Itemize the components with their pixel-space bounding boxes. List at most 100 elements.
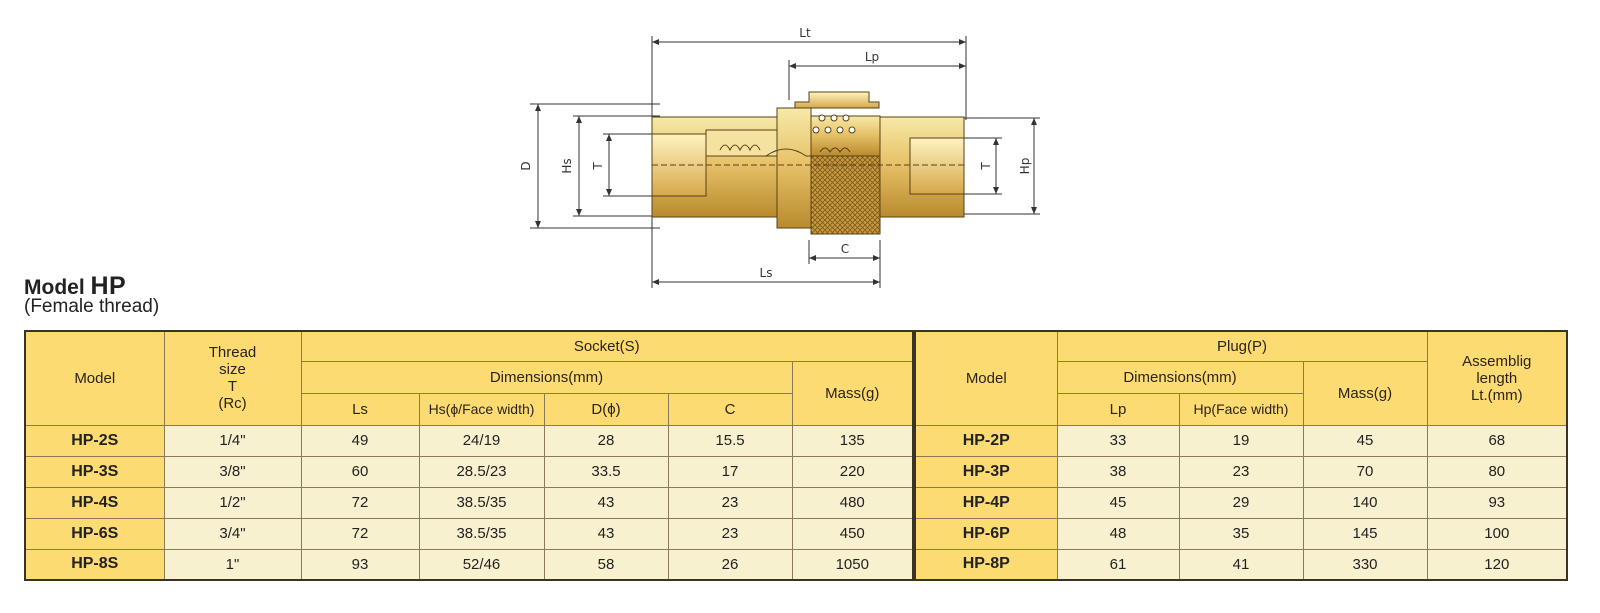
header-thread-line1: Thread (208, 344, 257, 362)
dim-label-c: C (841, 242, 849, 256)
header-c: C (667, 392, 793, 426)
table-row: HP-8S 1" 93 52/46 58 26 1050 (24, 548, 914, 581)
socket-model-cell: HP-3S (24, 455, 165, 488)
header-thread-line4: (Rc) (218, 395, 247, 413)
plug-spec-table: Model Plug(P) Assemblig length Lt.(mm) D… (914, 330, 1569, 581)
table-row: HP-2S 1/4" 49 24/19 28 15.5 135 (24, 424, 914, 457)
header-d: D(ϕ) (543, 392, 669, 426)
socket-mass-cell: 220 (791, 455, 914, 488)
lp-cell: 33 (1056, 424, 1180, 457)
table-row: HP-4S 1/2" 72 38.5/35 43 23 480 (24, 486, 914, 519)
header-hs: Hs(ϕ/Face width) (418, 392, 545, 426)
socket-mass-cell: 450 (791, 517, 914, 550)
header-plug-dimensions: Dimensions(mm) (1056, 360, 1304, 394)
header-plug-mass: Mass(g) (1302, 360, 1428, 426)
title-model: HP (90, 272, 127, 300)
header-model: Model (24, 330, 165, 426)
thread-cell: 1" (163, 548, 302, 581)
lt-cell: 93 (1426, 486, 1568, 519)
socket-spec-table: Model Thread size T (Rc) Socket(S) Dimen… (24, 330, 915, 581)
d-cell: 58 (543, 548, 669, 581)
header-socket-mass: Mass(g) (791, 360, 914, 426)
lt-cell: 120 (1426, 548, 1568, 581)
ls-cell: 49 (300, 424, 420, 457)
hp-cell: 35 (1178, 517, 1304, 550)
dim-label-t-left: T (591, 162, 605, 171)
lt-cell: 68 (1426, 424, 1568, 457)
dim-label-hp: Hp (1018, 158, 1032, 175)
plug-mass-cell: 140 (1302, 486, 1428, 519)
lp-cell: 45 (1056, 486, 1180, 519)
plug-mass-cell: 330 (1302, 548, 1428, 581)
table-row: HP-8P 61 41 330 120 (914, 548, 1568, 581)
ls-cell: 93 (300, 548, 420, 581)
header-socket: Socket(S) (300, 330, 914, 362)
table-row: HP-2P 33 19 45 68 (914, 424, 1568, 457)
socket-mass-cell: 480 (791, 486, 914, 519)
header-assembly-length: Assemblig length Lt.(mm) (1426, 330, 1568, 426)
ls-cell: 72 (300, 486, 420, 519)
hp-cell: 29 (1178, 486, 1304, 519)
header-thread-line2: size (219, 361, 246, 379)
c-cell: 26 (667, 548, 793, 581)
dim-label-d: D (519, 161, 533, 170)
plug-mass-cell: 145 (1302, 517, 1428, 550)
d-cell: 28 (543, 424, 669, 457)
header-ls: Ls (300, 392, 420, 426)
ls-cell: 60 (300, 455, 420, 488)
header-assembly-line3: Lt.(mm) (1470, 386, 1523, 404)
plug-model-cell: HP-6P (914, 517, 1058, 550)
hs-cell: 38.5/35 (418, 517, 545, 550)
c-cell: 23 (667, 517, 793, 550)
header-thread-size: Thread size T (Rc) (163, 330, 302, 426)
dim-label-hs: Hs (560, 158, 574, 173)
dim-label-ls: Ls (760, 266, 773, 280)
header-plug-model: Model (914, 330, 1058, 426)
title-prefix: Model (24, 276, 91, 299)
socket-mass-cell: 135 (791, 424, 914, 457)
dim-label-lp: Lp (865, 50, 879, 64)
plug-model-cell: HP-8P (914, 548, 1058, 581)
header-lp: Lp (1056, 392, 1180, 426)
socket-model-cell: HP-2S (24, 424, 165, 457)
header-hp: Hp(Face width) (1178, 392, 1304, 426)
table-row: HP-3P 38 23 70 80 (914, 455, 1568, 488)
hs-cell: 38.5/35 (418, 486, 545, 519)
plug-model-cell: HP-2P (914, 424, 1058, 457)
thread-cell: 1/2" (163, 486, 302, 519)
thread-cell: 1/4" (163, 424, 302, 457)
socket-mass-cell: 1050 (791, 548, 914, 581)
model-title: Model HP (Female thread) (24, 272, 159, 316)
header-thread-line3: T (227, 378, 238, 396)
hs-cell: 28.5/23 (418, 455, 545, 488)
thread-cell: 3/4" (163, 517, 302, 550)
plug-model-cell: HP-3P (914, 455, 1058, 488)
plug-model-cell: HP-4P (914, 486, 1058, 519)
header-socket-dimensions: Dimensions(mm) (300, 360, 793, 394)
header-assembly-line1: Assemblig (1462, 352, 1532, 370)
table-row: HP-6P 48 35 145 100 (914, 517, 1568, 550)
d-cell: 43 (543, 517, 669, 550)
table-row: HP-4P 45 29 140 93 (914, 486, 1568, 519)
plug-mass-cell: 70 (1302, 455, 1428, 488)
c-cell: 23 (667, 486, 793, 519)
socket-model-cell: HP-8S (24, 548, 165, 581)
hp-cell: 41 (1178, 548, 1304, 581)
hp-cell: 23 (1178, 455, 1304, 488)
hs-cell: 24/19 (418, 424, 545, 457)
d-cell: 33.5 (543, 455, 669, 488)
dim-label-t-right: T (979, 162, 993, 171)
header-plug: Plug(P) (1056, 330, 1428, 362)
ls-cell: 72 (300, 517, 420, 550)
hs-cell: 52/46 (418, 548, 545, 581)
coupling-diagram: Lt Lp C Ls D Hs T T Hp (519, 26, 1040, 288)
table-row: HP-6S 3/4" 72 38.5/35 43 23 450 (24, 517, 914, 550)
table-row: HP-3S 3/8" 60 28.5/23 33.5 17 220 (24, 455, 914, 488)
plug-mass-cell: 45 (1302, 424, 1428, 457)
lt-cell: 100 (1426, 517, 1568, 550)
dim-label-lt: Lt (799, 26, 811, 40)
lp-cell: 61 (1056, 548, 1180, 581)
c-cell: 15.5 (667, 424, 793, 457)
thread-cell: 3/8" (163, 455, 302, 488)
lt-cell: 80 (1426, 455, 1568, 488)
